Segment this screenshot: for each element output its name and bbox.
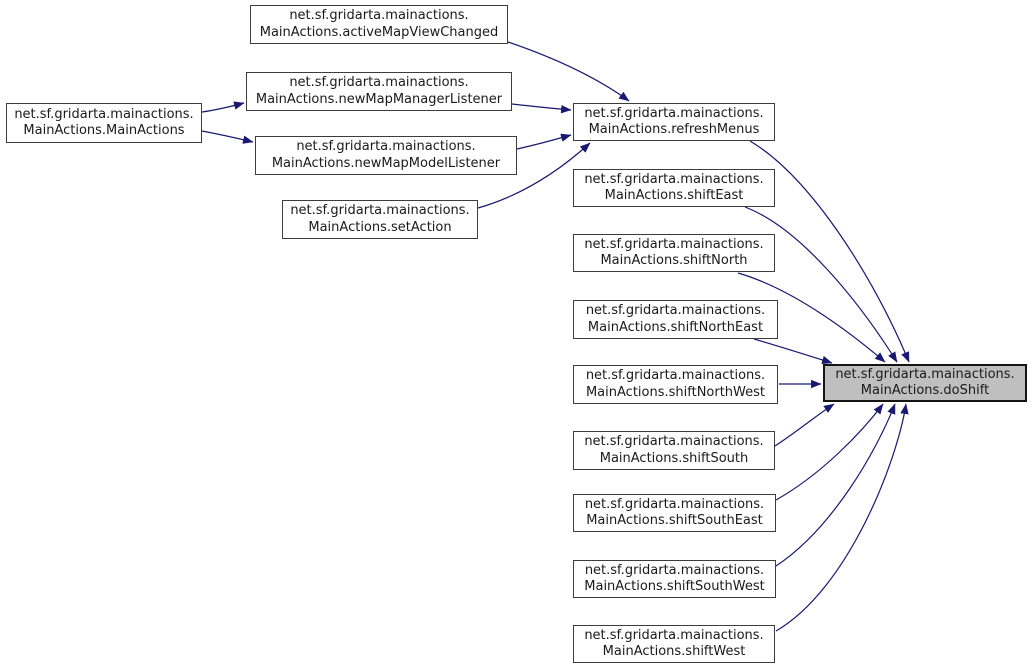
node-shiftNorthWest[interactable]: net.sf.gridarta.mainactions. MainActions… <box>573 365 778 404</box>
node-label-method: MainActions.setAction <box>308 219 452 235</box>
node-label-method: MainActions.newMapManagerListener <box>255 91 503 107</box>
edge-setAction-to-refreshMenus <box>477 142 591 209</box>
node-label-package: net.sf.gridarta.mainactions. <box>290 203 470 218</box>
node-label-method: MainActions.activeMapViewChanged <box>259 24 499 40</box>
node-label-method: MainActions.shiftNorthWest <box>585 384 766 400</box>
edge-newMapModelListener-to-refreshMenus <box>516 133 572 150</box>
node-label-package: net.sf.gridarta.mainactions. <box>585 368 766 383</box>
node-MainActions[interactable]: net.sf.gridarta.mainactions. MainActions… <box>6 103 202 143</box>
node-refreshMenus[interactable]: net.sf.gridarta.mainactions. MainActions… <box>573 103 775 141</box>
node-label-package: net.sf.gridarta.mainactions. <box>14 106 194 122</box>
edge-shiftSouth-to-doShift <box>774 403 835 447</box>
edge-shiftSouthEast-to-doShift <box>775 403 884 501</box>
node-newMapManagerListener[interactable]: net.sf.gridarta.mainactions. MainActions… <box>246 72 512 111</box>
node-activeMapViewChanged[interactable]: net.sf.gridarta.mainactions. MainActions… <box>250 5 508 44</box>
edge-shiftSouthWest-to-doShift <box>775 403 896 567</box>
node-label-package: net.sf.gridarta.mainactions. <box>584 627 764 643</box>
edge-activeMapViewChanged-to-refreshMenus <box>507 41 630 102</box>
edge-shiftEast-to-doShift <box>744 206 898 363</box>
node-label-package: net.sf.gridarta.mainactions. <box>289 75 469 90</box>
node-shiftWest[interactable]: net.sf.gridarta.mainactions. MainActions… <box>573 625 775 663</box>
node-shiftSouthWest[interactable]: net.sf.gridarta.mainactions. MainActions… <box>573 560 776 598</box>
node-label-method: MainActions.doShift <box>860 383 990 398</box>
edge-MainActions-to-newMapModelListener <box>201 130 254 144</box>
edge-newMapManagerListener-to-refreshMenus <box>511 103 572 114</box>
node-newMapModelListener[interactable]: net.sf.gridarta.mainactions. MainActions… <box>255 136 517 175</box>
node-doShift[interactable]: net.sf.gridarta.mainactions. MainActions… <box>823 364 1027 402</box>
node-label-package: net.sf.gridarta.mainactions. <box>584 105 764 121</box>
node-label-method: MainActions.newMapModelListener <box>271 155 501 171</box>
node-shiftSouthEast[interactable]: net.sf.gridarta.mainactions. MainActions… <box>573 494 776 532</box>
node-label-package: net.sf.gridarta.mainactions. <box>585 303 766 318</box>
node-label-method: MainActions.refreshMenus <box>588 122 760 137</box>
node-label-package: net.sf.gridarta.mainactions. <box>584 562 765 578</box>
node-label-package: net.sf.gridarta.mainactions. <box>584 496 765 512</box>
node-label-method: MainActions.shiftNorthEast <box>587 319 764 335</box>
node-label-method: MainActions.shiftSouthWest <box>584 579 765 594</box>
node-shiftSouth[interactable]: net.sf.gridarta.mainactions. MainActions… <box>573 431 775 470</box>
node-shiftEast[interactable]: net.sf.gridarta.mainactions. MainActions… <box>573 169 775 207</box>
node-shiftNorthEast[interactable]: net.sf.gridarta.mainactions. MainActions… <box>573 300 778 339</box>
node-label-package: net.sf.gridarta.mainactions. <box>584 171 764 187</box>
edge-shiftNorth-to-doShift <box>737 272 886 363</box>
node-label-method: MainActions.shiftSouth <box>599 450 749 466</box>
edge-MainActions-to-newMapManagerListener <box>201 101 245 113</box>
node-label-package: net.sf.gridarta.mainactions. <box>296 139 476 154</box>
node-label-method: MainActions.MainActions <box>23 123 185 138</box>
node-label-method: MainActions.shiftEast <box>604 188 744 203</box>
node-label-package: net.sf.gridarta.mainactions. <box>289 8 469 23</box>
node-label-method: MainActions.shiftWest <box>602 644 746 659</box>
node-label-package: net.sf.gridarta.mainactions. <box>835 366 1015 382</box>
node-shiftNorth[interactable]: net.sf.gridarta.mainactions. MainActions… <box>573 234 775 272</box>
node-label-method: MainActions.shiftNorth <box>600 253 748 268</box>
edge-refreshMenus-to-doShift <box>749 140 910 363</box>
node-label-method: MainActions.shiftSouthEast <box>586 513 763 528</box>
edge-shiftWest-to-doShift <box>775 403 909 632</box>
edge-shiftNorthEast-to-doShift <box>753 338 833 364</box>
node-label-package: net.sf.gridarta.mainactions. <box>584 434 764 449</box>
node-setAction[interactable]: net.sf.gridarta.mainactions. MainActions… <box>282 200 478 239</box>
node-label-package: net.sf.gridarta.mainactions. <box>584 236 764 252</box>
